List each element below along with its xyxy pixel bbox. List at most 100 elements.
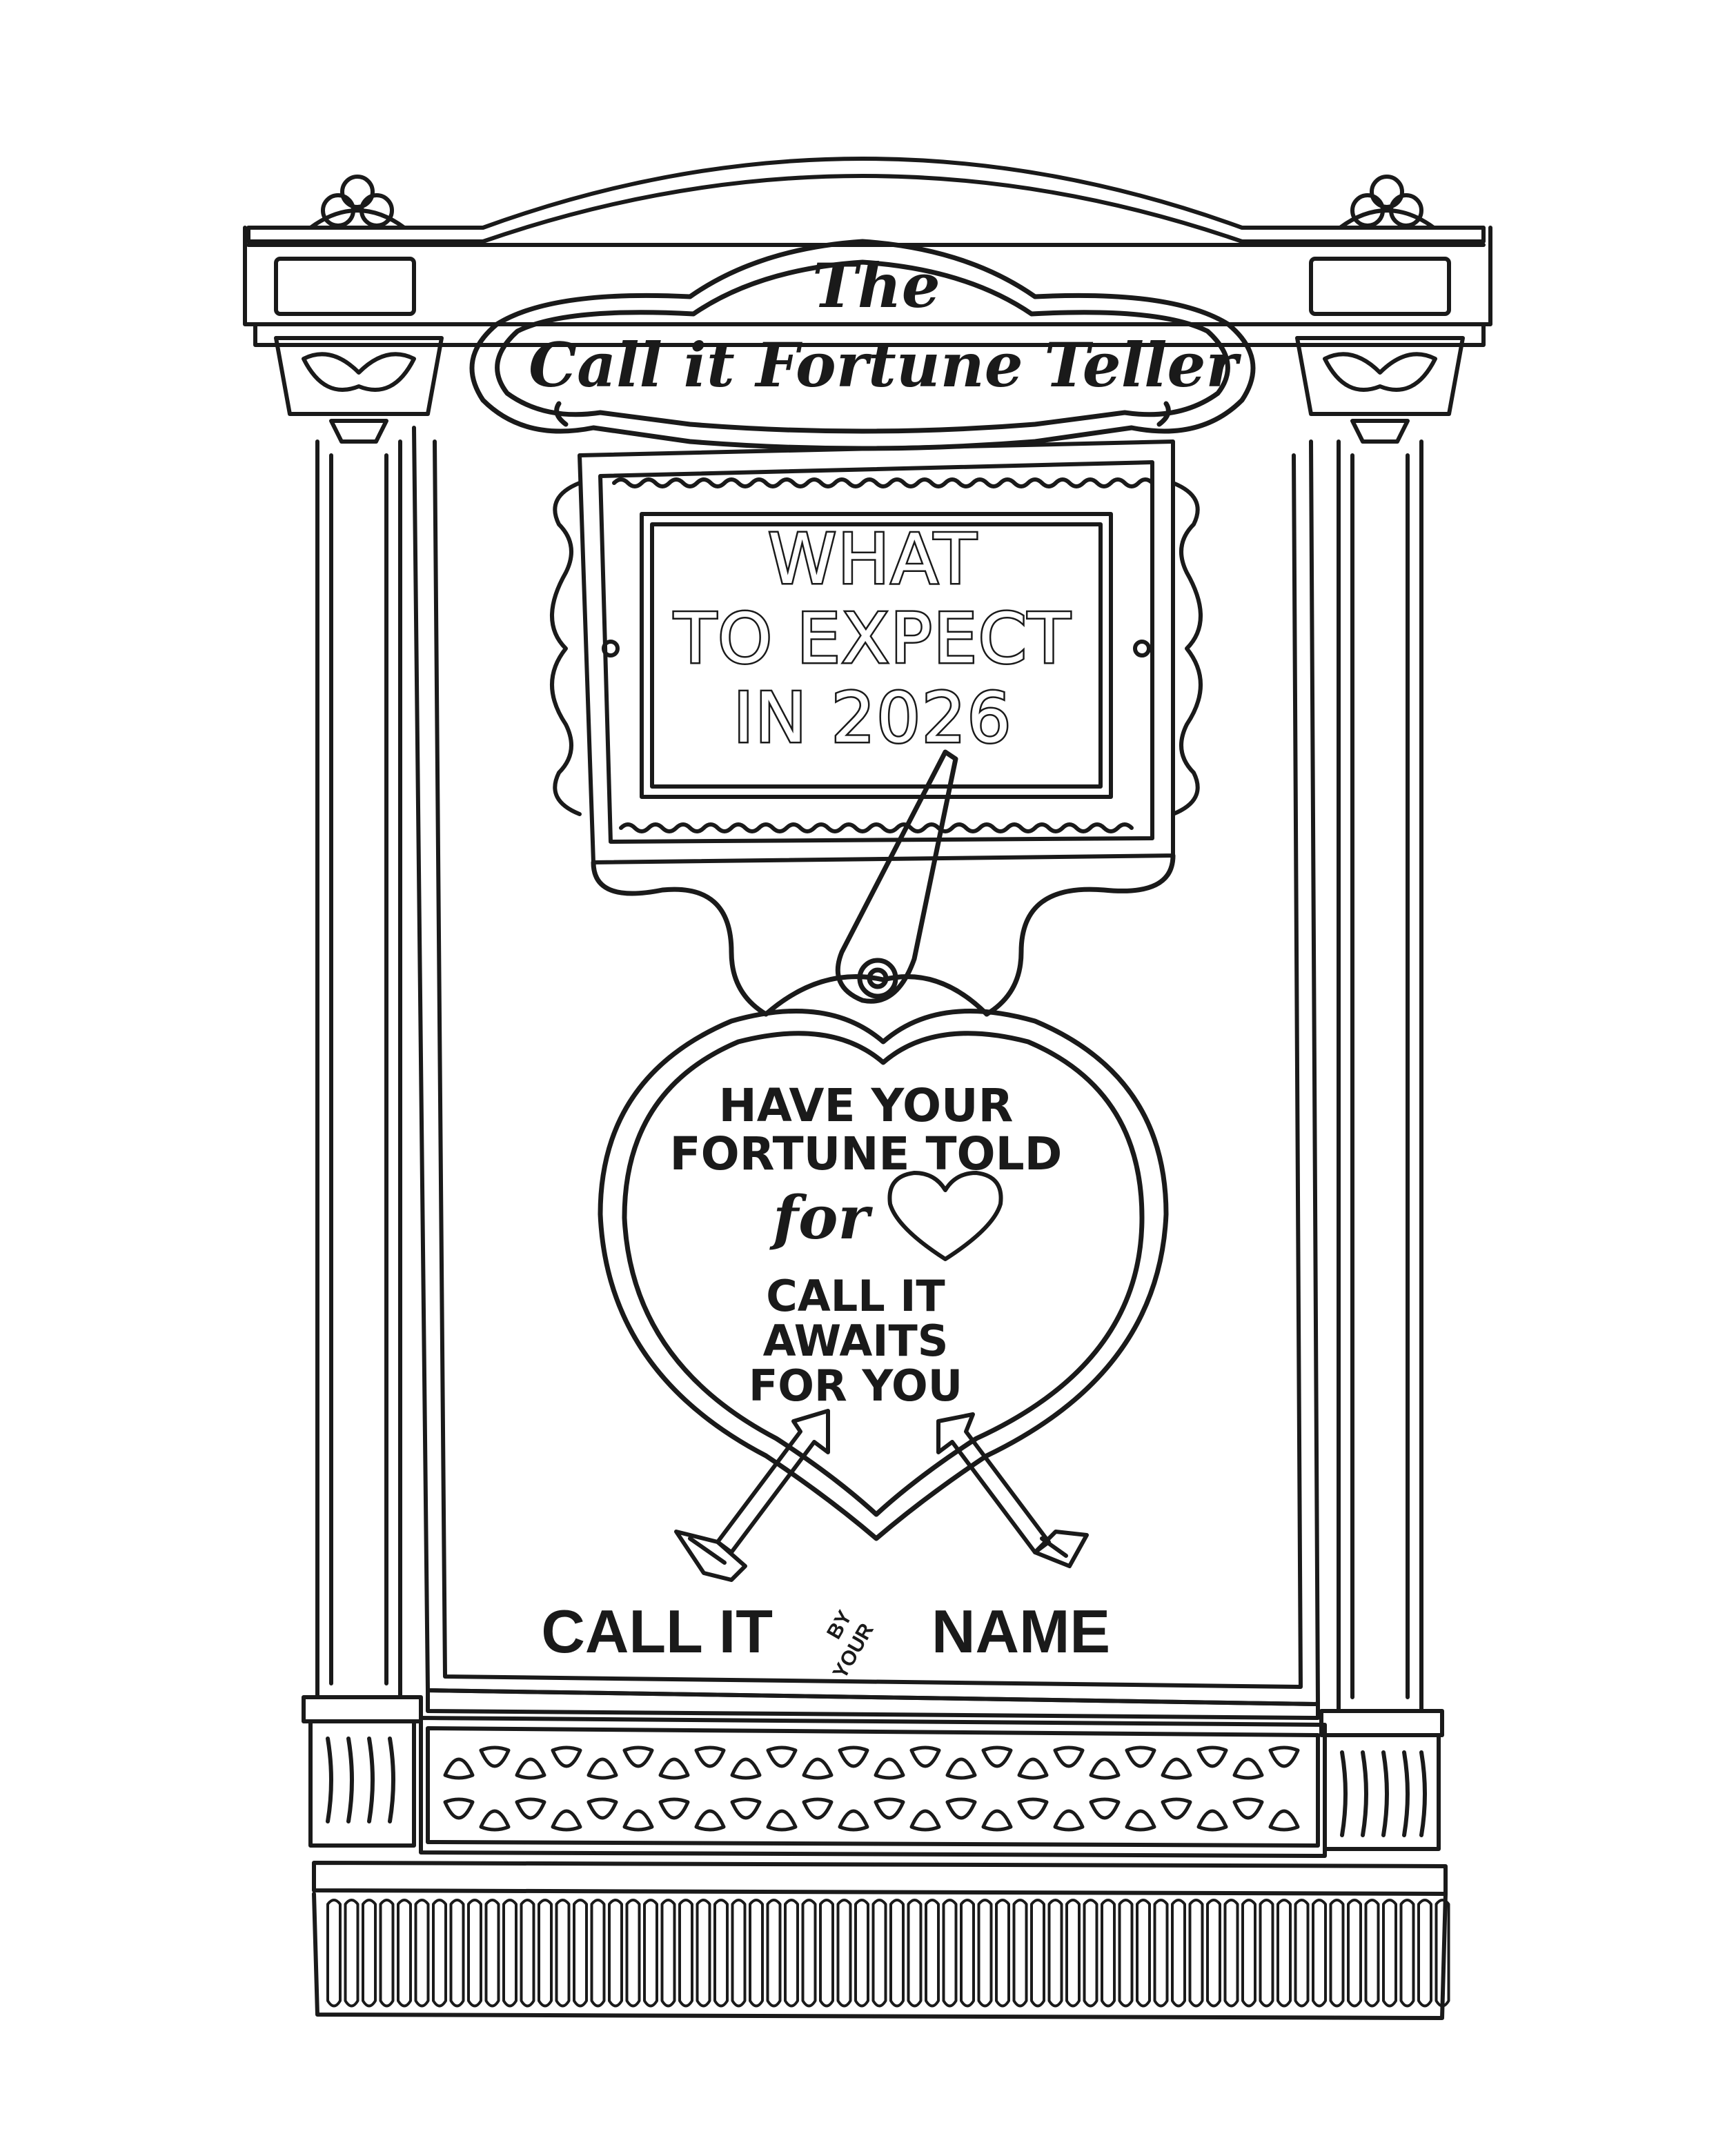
fringe-tassel: [1206, 1899, 1221, 2008]
fringe-tassel: [889, 1899, 905, 2008]
lattice-cell: [909, 1745, 941, 1768]
fringe-tassel: [608, 1899, 623, 2008]
fringe-tassel: [871, 1899, 887, 2008]
fringe-tassel: [520, 1899, 535, 2008]
lattice-cell: [1232, 1757, 1264, 1780]
fringe-tassel: [1364, 1899, 1380, 2008]
fringe-tassel: [1382, 1899, 1397, 2008]
right-finial-ornament: [1338, 175, 1436, 230]
base-fringe-skirt: [312, 1861, 1448, 2020]
heart-line-2: FORTUNE TOLD: [670, 1127, 1063, 1180]
heart-line-4: AWAITS: [763, 1316, 949, 1366]
fringe-tassel: [432, 1899, 447, 2008]
fringe-tassel: [819, 1899, 834, 2008]
fringe-tassel: [907, 1899, 923, 2008]
lattice-cell: [945, 1797, 977, 1820]
card-line-2: TO EXPECT: [673, 598, 1072, 679]
fringe-tassel: [1435, 1899, 1450, 2008]
lattice-cell: [981, 1809, 1013, 1832]
fringe-tassel: [925, 1899, 940, 2008]
fringe-tassel: [801, 1899, 817, 2008]
fringe-tassel: [344, 1899, 359, 2008]
fringe-tassel: [1047, 1899, 1063, 2008]
fringe-tassel: [713, 1899, 729, 2008]
fringe-tassel: [1276, 1899, 1292, 2008]
left-finial-ornament: [308, 175, 406, 230]
fringe-tassel: [784, 1899, 799, 2008]
lattice-cell: [1017, 1757, 1049, 1780]
pointer-neck: [591, 853, 1176, 1017]
fringe-tassel: [731, 1899, 747, 2008]
right-column: [1295, 336, 1465, 1851]
fringe-tassel: [379, 1899, 395, 2008]
right-arrow-icon: [936, 1412, 1089, 1568]
lattice-cell: [515, 1797, 546, 1820]
card-line-1: WHAT: [768, 519, 978, 600]
lattice-cell: [945, 1757, 977, 1780]
fringe-tassel: [1065, 1899, 1081, 2008]
fringe-tassel: [854, 1899, 869, 2008]
fringe-tassel: [467, 1899, 482, 2008]
heart-for-word: for: [769, 1183, 873, 1253]
fringe-tassel: [625, 1899, 641, 2008]
logo-name: NAME: [931, 1597, 1110, 1665]
fringe-tassel: [1241, 1899, 1256, 2008]
fringe-tassel: [977, 1899, 993, 2008]
fringe-tassel: [960, 1899, 975, 2008]
fringe-tassel: [942, 1899, 958, 2008]
lattice-cell: [981, 1745, 1013, 1768]
fringe-tassel: [1118, 1899, 1134, 2008]
lattice-cell: [515, 1757, 546, 1780]
fringe-tassel: [1153, 1899, 1169, 2008]
lattice-cell: [1232, 1797, 1264, 1820]
fringe-tassel: [1030, 1899, 1045, 2008]
lattice-cell: [1089, 1757, 1121, 1780]
lattice-cell: [802, 1797, 834, 1820]
fortune-pointer-needle: [835, 749, 958, 1004]
lattice-cell: [622, 1745, 654, 1768]
lattice-cell: [874, 1797, 905, 1820]
title-main-text: Call it Fortune Teller: [529, 329, 1241, 401]
lattice-cell: [479, 1745, 511, 1768]
fringe-tassel: [1083, 1899, 1098, 2008]
lattice-cell: [1161, 1797, 1192, 1820]
lattice-cell: [1017, 1797, 1049, 1820]
lattice-cell: [1125, 1745, 1156, 1768]
fringe-tassel: [696, 1899, 711, 2008]
lattice-cell: [874, 1757, 905, 1780]
fringe-tassel: [1399, 1899, 1415, 2008]
lattice-cell: [1268, 1745, 1300, 1768]
lattice-cell: [622, 1809, 654, 1832]
lattice-cell: [1125, 1809, 1156, 1832]
fringe-tassel: [1171, 1899, 1186, 2008]
lattice-cell: [443, 1797, 475, 1820]
fringe-tassel: [1101, 1899, 1116, 2008]
fringe-tassel: [414, 1899, 430, 2008]
logo-call-it: CALL IT: [541, 1597, 773, 1665]
lattice-cell: [1053, 1745, 1085, 1768]
fringe-tassel: [590, 1899, 606, 2008]
fringe-tassel: [1294, 1899, 1310, 2008]
fringe-tassel: [555, 1899, 571, 2008]
fringe-tassel: [1223, 1899, 1239, 2008]
fringe-tassel: [362, 1899, 377, 2008]
lattice-cell: [838, 1745, 869, 1768]
lattice-cell: [838, 1809, 869, 1832]
fringe-tassel: [449, 1899, 465, 2008]
fringe-tassel: [484, 1899, 500, 2008]
fringe-tassel: [573, 1899, 588, 2008]
lattice-cell: [586, 1757, 618, 1780]
lattice-cell: [479, 1809, 511, 1832]
lattice-cell: [802, 1757, 834, 1780]
title-sign-frame: [469, 239, 1256, 451]
lattice-cell: [694, 1809, 726, 1832]
heart-line-1: HAVE YOUR: [719, 1079, 1014, 1132]
heart-panel: [598, 1008, 1169, 1541]
cabinet-base-ledge: [419, 1688, 1327, 1858]
small-heart-icon: [887, 1171, 1003, 1261]
fringe-tassel: [660, 1899, 676, 2008]
fringe-tassel: [397, 1899, 412, 2008]
heart-line-3: CALL IT: [766, 1271, 945, 1321]
fortune-card-frame: [550, 439, 1203, 864]
